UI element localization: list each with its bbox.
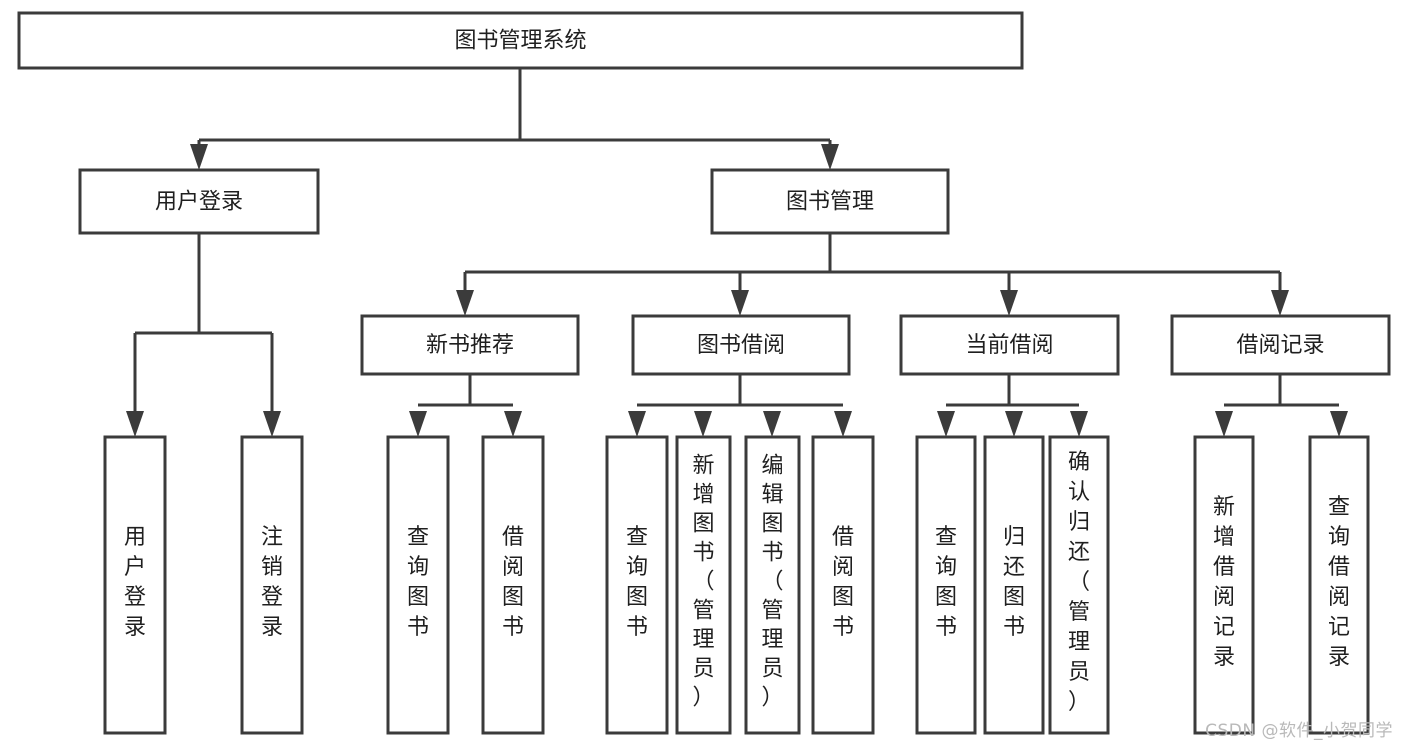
arrow-leaf-query-book-current-icon: [937, 411, 955, 437]
node-label: 图书借阅: [697, 333, 785, 358]
node-label: 用户登录: [124, 525, 146, 640]
node-box: [103, 435, 167, 735]
node-box: [1048, 435, 1110, 735]
node-leaf-leaf-edit-book-admin[interactable]: 编辑图书（管理员）: [744, 435, 801, 735]
arrow-leaf-edit-book-admin-icon: [763, 411, 781, 437]
node-leaf-leaf-query-book-borrow[interactable]: 查询图书: [605, 435, 669, 735]
arrow-leaf-query-book-recommend-icon: [409, 411, 427, 437]
node-label: 确认归还（管理员）: [1068, 450, 1090, 715]
node-box: [360, 314, 580, 376]
node-label: 借阅图书: [832, 525, 854, 640]
node-box: [386, 435, 450, 735]
node-leaf-leaf-query-book-recommend[interactable]: 查询图书: [386, 435, 450, 735]
arrow-book-management-icon: [821, 144, 839, 170]
node-label: 借阅图书: [502, 525, 524, 640]
node-box: [1308, 435, 1370, 735]
arrow-current-borrow-icon: [1000, 290, 1018, 316]
arrow-leaf-logout-icon: [263, 411, 281, 437]
node-box: [631, 314, 851, 376]
arrow-book-borrow-icon: [731, 290, 749, 316]
arrow-leaf-query-borrow-record-icon: [1330, 411, 1348, 437]
arrow-leaf-borrow-book-icon: [834, 411, 852, 437]
node-box: [710, 168, 950, 235]
node-box: [17, 11, 1024, 70]
node-level3-current-borrow[interactable]: 当前借阅: [899, 314, 1120, 376]
node-box: [1170, 314, 1391, 376]
node-leaf-leaf-query-borrow-record[interactable]: 查询借阅记录: [1308, 435, 1370, 735]
node-label: 图书管理: [786, 190, 874, 215]
node-leaf-leaf-user-login[interactable]: 用户登录: [103, 435, 167, 735]
node-leaf-leaf-borrow-book[interactable]: 借阅图书: [811, 435, 875, 735]
node-leaf-leaf-logout[interactable]: 注销登录: [240, 435, 304, 735]
node-label: 图书管理系统: [454, 29, 586, 54]
arrow-new-book-recommend-icon: [456, 290, 474, 316]
arrow-leaf-return-book-icon: [1005, 411, 1023, 437]
arrow-leaf-confirm-return-admin-icon: [1070, 411, 1088, 437]
node-label: 借阅记录: [1236, 333, 1324, 358]
node-label: 查询图书: [935, 525, 957, 640]
node-leaf-leaf-add-borrow-record[interactable]: 新增借阅记录: [1193, 435, 1255, 735]
node-box: [605, 435, 669, 735]
arrow-leaf-borrow-book-recommend-icon: [504, 411, 522, 437]
arrow-leaf-add-book-admin-icon: [694, 411, 712, 437]
arrow-user-login-icon: [190, 144, 208, 170]
node-leaf-leaf-borrow-book-recommend[interactable]: 借阅图书: [481, 435, 545, 735]
node-level3-new-book-recommend[interactable]: 新书推荐: [360, 314, 580, 376]
node-box: [481, 435, 545, 735]
arrowhead-layer: [126, 144, 1348, 437]
node-leaf-leaf-add-book-admin[interactable]: 新增图书（管理员）: [675, 435, 732, 735]
arrow-borrow-record-icon: [1271, 290, 1289, 316]
node-box: [675, 435, 732, 735]
node-label: 新书推荐: [426, 333, 514, 358]
node-box: [744, 435, 801, 735]
node-label: 查询借阅记录: [1328, 495, 1350, 670]
node-root-root[interactable]: 图书管理系统: [17, 11, 1024, 70]
arrow-leaf-query-book-borrow-icon: [628, 411, 646, 437]
node-level2-book-management[interactable]: 图书管理: [710, 168, 950, 235]
node-label: 查询图书: [407, 525, 429, 640]
node-label: 注销登录: [261, 525, 283, 640]
node-label: 编辑图书（管理员）: [761, 454, 783, 711]
node-box: [240, 435, 304, 735]
node-box: [1193, 435, 1255, 735]
node-leaf-leaf-query-book-current[interactable]: 查询图书: [915, 435, 977, 735]
node-label: 新增图书（管理员）: [692, 454, 714, 711]
node-box: [899, 314, 1120, 376]
node-level2-user-login[interactable]: 用户登录: [78, 168, 320, 235]
node-label: 当前借阅: [965, 333, 1053, 358]
connector-layer: [133, 68, 1339, 418]
node-leaf-leaf-confirm-return-admin[interactable]: 确认归还（管理员）: [1048, 435, 1110, 735]
arrow-leaf-user-login-icon: [126, 411, 144, 437]
node-level3-book-borrow[interactable]: 图书借阅: [631, 314, 851, 376]
node-box: [811, 435, 875, 735]
node-level3-borrow-record[interactable]: 借阅记录: [1170, 314, 1391, 376]
node-label: 查询图书: [626, 525, 648, 640]
node-label: 新增借阅记录: [1213, 495, 1235, 670]
node-layer: 图书管理系统用户登录图书管理新书推荐图书借阅当前借阅借阅记录用户登录注销登录查询…: [17, 11, 1391, 735]
node-box: [915, 435, 977, 735]
node-label: 归还图书: [1003, 525, 1025, 640]
node-box: [983, 435, 1045, 735]
arrow-leaf-add-borrow-record-icon: [1215, 411, 1233, 437]
node-label: 用户登录: [155, 190, 243, 215]
node-leaf-leaf-return-book[interactable]: 归还图书: [983, 435, 1045, 735]
node-box: [78, 168, 320, 235]
